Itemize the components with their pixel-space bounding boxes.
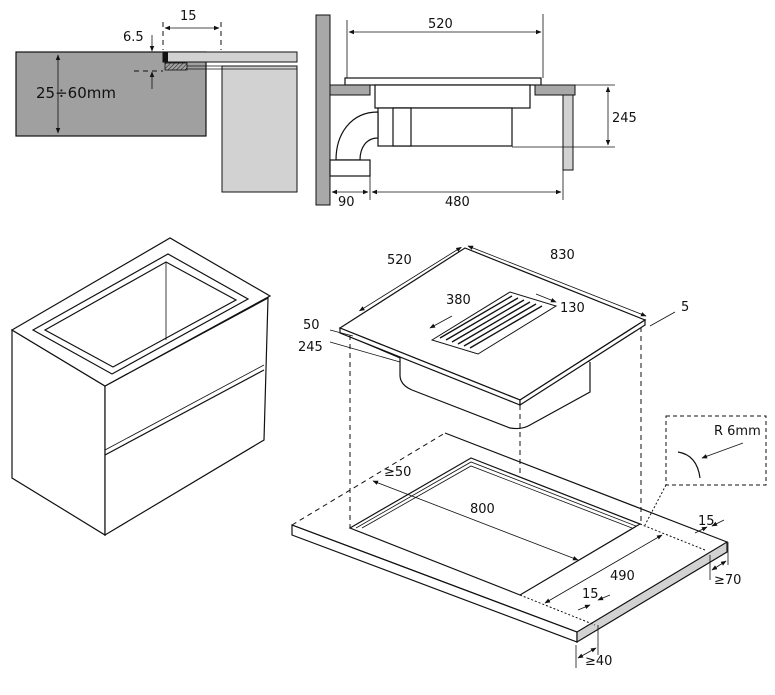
dim-duct-offset: 90: [338, 195, 355, 210]
dim-hob-width-iso: 520: [387, 253, 412, 268]
dim-worktop-thickness: 25÷60mm: [36, 84, 116, 102]
dim-cutout-length: 800: [470, 502, 495, 517]
dim-frame-height: 50: [303, 318, 320, 333]
dim-vent-length: 380: [446, 293, 471, 308]
dim-glass-thickness: 5: [681, 300, 689, 315]
hatch-bracket: [164, 62, 188, 71]
dim-gap-width: 15: [180, 9, 197, 24]
dim-rear-clearance: ≥50: [384, 465, 411, 480]
dim-front-clearance: ≥40: [585, 654, 612, 669]
dim-hob-length: 830: [550, 248, 575, 263]
dim-hob-width: 520: [428, 17, 453, 32]
dim-body-height: 245: [298, 340, 323, 355]
duct-elbow: [335, 111, 379, 161]
dim-side-margin-front: 15: [582, 587, 599, 602]
dim-side-margin-right: 15: [698, 514, 715, 529]
hob-glass-section: [162, 51, 298, 63]
dim-step-depth: 6.5: [123, 30, 144, 45]
dim-corner-radius: R 6mm: [714, 424, 761, 439]
cabinet-iso: [10, 237, 272, 537]
worktop-iso: R 6mm ≥50 800 490 15 15 ≥70 ≥40: [291, 415, 767, 669]
side-view: 520 245 90 480: [315, 14, 637, 210]
dim-duct-length: 480: [445, 195, 470, 210]
cabinet-side: [221, 65, 298, 193]
section-detail: 15 6.5 25÷60mm: [15, 9, 298, 193]
dim-vent-width: 130: [560, 301, 585, 316]
dim-depth-below: 245: [612, 111, 637, 126]
hob-iso: 520 830 380 130 5 50 245: [298, 245, 689, 430]
dim-cutout-width: 490: [610, 569, 635, 584]
dim-side-clearance: ≥70: [714, 573, 741, 588]
detail-callout-box: [665, 415, 767, 486]
seal: [163, 52, 168, 62]
